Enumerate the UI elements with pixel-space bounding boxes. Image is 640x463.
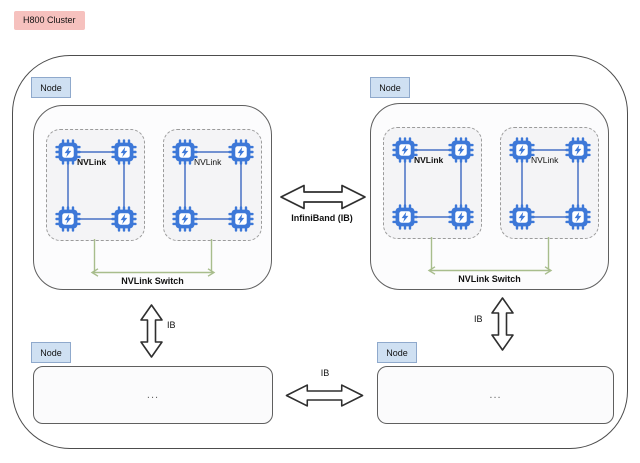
nvlink-label: NVLink [531, 155, 559, 165]
gpu-chip-icon [55, 206, 81, 232]
gpu-chip-icon [111, 139, 137, 165]
gpu-group: NVLink [500, 127, 599, 239]
ib-vertical-arrow-left-icon [139, 303, 164, 359]
ib-label-right: IB [474, 314, 483, 324]
cluster-boundary [12, 55, 628, 449]
infiniband-double-arrow-icon [279, 181, 367, 213]
ib-horizontal-arrow-bottom-icon [281, 381, 368, 410]
nvlink-switch-connector [371, 237, 608, 277]
node-bottom-right-label: Node [377, 342, 417, 363]
ib-vertical-arrow-right-icon [490, 296, 515, 352]
gpu-chip-icon [509, 204, 535, 230]
nvlink-label: NVLink [194, 157, 222, 167]
gpu-group: NVLink [163, 129, 262, 241]
gpu-chip-icon [228, 139, 254, 165]
cluster-title-badge: H800 Cluster [14, 11, 85, 30]
node-bottom-right: ... [377, 366, 614, 424]
ib-label-bottom: IB [320, 368, 330, 378]
nvlink-label: NVLink [414, 155, 444, 165]
gpu-chip-icon [565, 137, 591, 163]
nvlink-switch-label: NVLink Switch [121, 276, 184, 286]
ib-label-left: IB [167, 320, 176, 330]
gpu-chip-icon [172, 206, 198, 232]
nvlink-label: NVLink [77, 157, 107, 167]
node-bottom-left-label: Node [31, 342, 71, 363]
node-bottom-left: ... [33, 366, 273, 424]
gpu-chip-icon [565, 204, 591, 230]
gpu-chip-icon [392, 204, 418, 230]
gpu-chip-icon [111, 206, 137, 232]
node-top-right-label: Node [370, 77, 410, 98]
nvlink-switch-label: NVLink Switch [458, 274, 521, 284]
gpu-chip-icon [228, 206, 254, 232]
node-top-left-label: Node [31, 77, 71, 98]
node-ellipsis: ... [146, 389, 160, 401]
gpu-group: NVLink [383, 127, 482, 239]
gpu-chip-icon [448, 204, 474, 230]
infiniband-label: InfiniBand (IB) [291, 213, 353, 223]
node-ellipsis: ... [489, 389, 502, 401]
nvlink-switch-connector [34, 239, 271, 279]
gpu-group: NVLink [46, 129, 145, 241]
node-top-right: NVLink NVLink NVLink Switch [370, 103, 609, 290]
gpu-chip-icon [448, 137, 474, 163]
node-top-left: NVLink NVLink NVLink Switch [33, 105, 272, 290]
